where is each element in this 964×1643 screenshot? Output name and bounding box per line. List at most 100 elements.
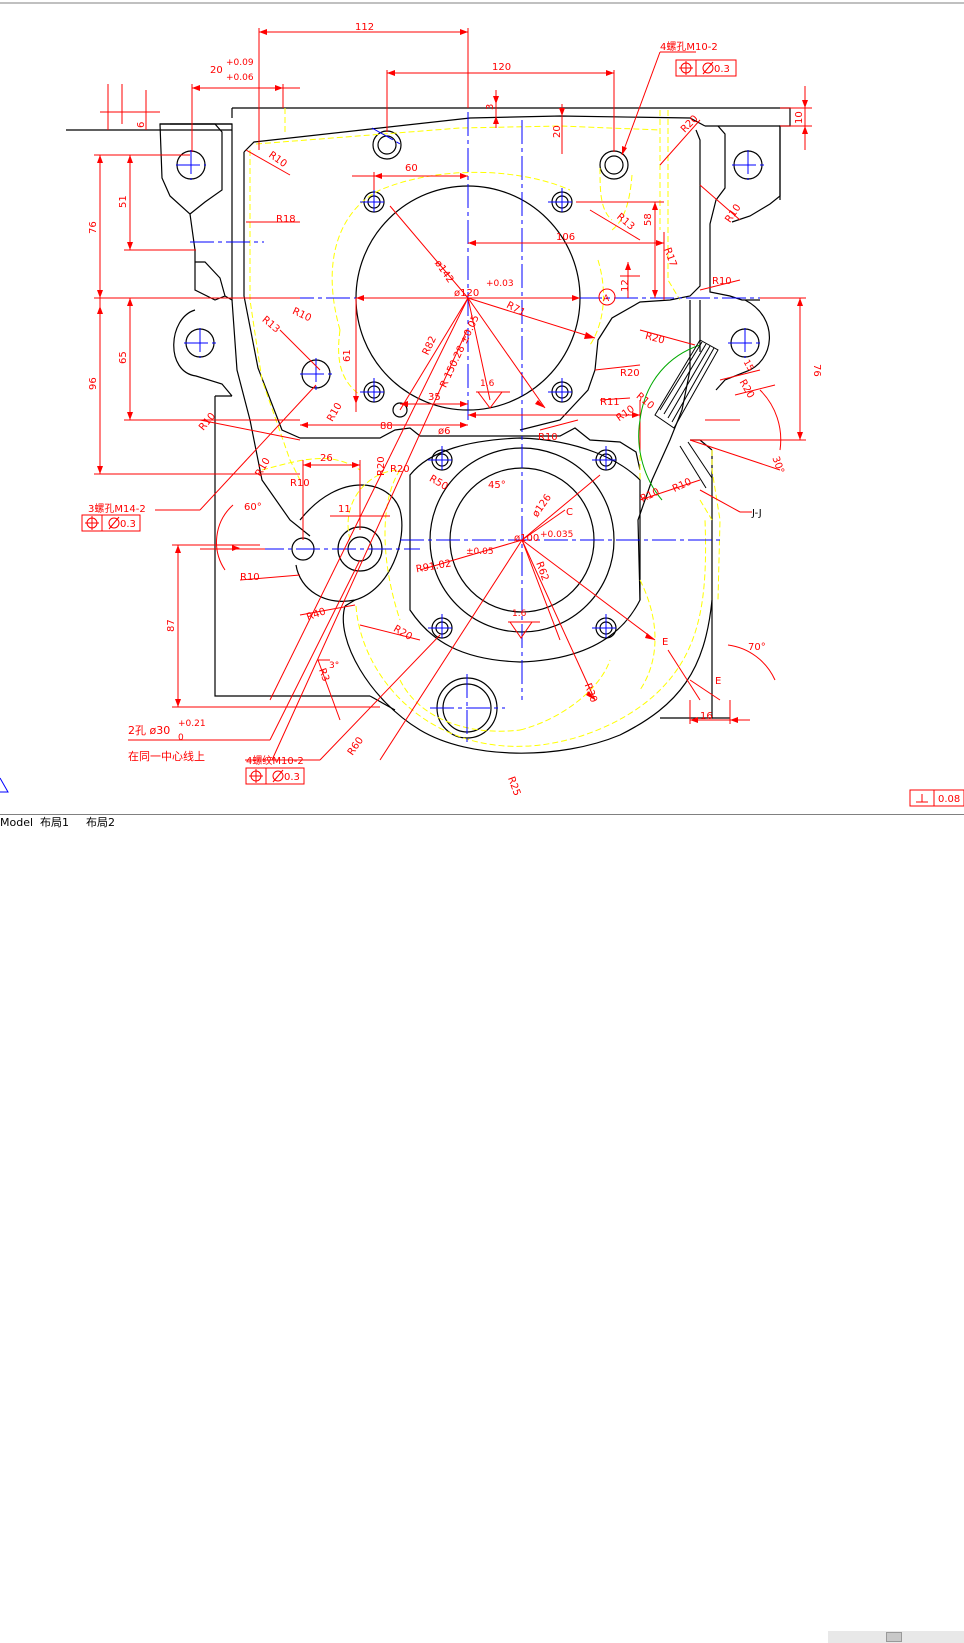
- svg-text:2孔 ø30: 2孔 ø30: [128, 724, 170, 737]
- dim-60: 60: [405, 163, 418, 174]
- r10-m: R10: [254, 456, 273, 479]
- r10-b: R10: [290, 306, 312, 324]
- r82: R82: [421, 335, 439, 357]
- r10-i: R10: [712, 276, 732, 287]
- r40: R40: [305, 606, 327, 623]
- r18: R18: [276, 214, 296, 225]
- dim-3: 3: [485, 104, 496, 110]
- dim-20-right: 20: [552, 125, 563, 138]
- note-holes-top: 4螺孔M10-2 0.3: [660, 41, 737, 77]
- ang-3: 3°: [329, 661, 339, 671]
- dim-96: 96: [88, 377, 99, 390]
- dim-12: 12: [620, 279, 631, 292]
- r10-k: R10: [639, 487, 661, 505]
- rough-1: 1.6: [480, 379, 495, 389]
- r60: R60: [346, 735, 366, 757]
- note-two-holes: 2孔 ø30 +0.21 0 在同一中心线上: [128, 719, 206, 763]
- note-holes-bottom: 4螺纹M10-2 0.3: [245, 754, 305, 785]
- dia-142: ø142: [432, 258, 455, 285]
- dim-58: 58: [643, 213, 654, 226]
- dim-20-top: 20: [210, 65, 223, 76]
- r10-a: R10: [266, 150, 288, 170]
- r150: R 150.28 ±0.05: [438, 313, 481, 389]
- r11: R11: [600, 397, 620, 408]
- section-hatch: [654, 339, 719, 489]
- r10-g: R10: [538, 432, 558, 443]
- dia-120: ø120: [454, 288, 479, 299]
- svg-text:在同一中心线上: 在同一中心线上: [128, 749, 205, 763]
- dia-6: ø6: [438, 426, 450, 437]
- dim-88: 88: [380, 421, 393, 432]
- r25: R25: [505, 775, 522, 797]
- dimension-lines: [94, 28, 812, 761]
- r10-n: R10: [634, 391, 656, 412]
- tol-120: +0.03: [486, 279, 514, 289]
- dim-106: 106: [556, 232, 575, 243]
- dim-6: 6: [136, 122, 147, 128]
- cad-drawing-canvas[interactable]: 112 120 20 +0.09 +0.06 6 3 20 10 60 106 …: [0, 0, 964, 814]
- r10-d: R10: [290, 478, 310, 489]
- tab-layout2[interactable]: 布局2: [86, 816, 115, 829]
- ang-60: 60°: [244, 502, 262, 513]
- r50: R50: [427, 473, 450, 492]
- dim-87: 87: [166, 619, 177, 632]
- r20-b: R20: [390, 464, 410, 475]
- tol-100: +0.035: [540, 530, 573, 540]
- scrollbar-thumb[interactable]: [886, 1632, 902, 1642]
- r30: R30: [582, 682, 599, 704]
- sym-15: 15: [741, 358, 755, 373]
- green-arcs: [638, 344, 701, 501]
- rough-2: 1.6: [512, 609, 527, 619]
- svg-text:0.3: 0.3: [714, 64, 730, 75]
- tol91: ±0.05: [466, 547, 494, 557]
- svg-text:+0.21: +0.21: [178, 719, 206, 729]
- ang-30: 30°: [769, 455, 785, 475]
- r10-e: R10: [240, 572, 260, 583]
- r20-c: R20: [376, 456, 387, 476]
- hidden-lines: [249, 108, 721, 747]
- datum-a: A: [603, 294, 610, 304]
- section-jj: J-J: [751, 508, 762, 519]
- r3: R3: [316, 667, 331, 683]
- dia-100: ø100: [514, 533, 539, 544]
- dim-120: 120: [492, 62, 511, 73]
- r10-f: R10: [325, 401, 344, 424]
- r13-b: R13: [260, 314, 282, 335]
- svg-text:0.08: 0.08: [938, 794, 960, 805]
- ang-70: 70°: [748, 642, 766, 653]
- note-holes-3: 3螺孔M14-2 0.3: [81, 503, 146, 532]
- label-e-1: E: [662, 637, 668, 648]
- label-e-2: E: [715, 676, 721, 687]
- label-c: C: [566, 507, 573, 518]
- tab-model[interactable]: Model: [0, 816, 34, 829]
- dim-112: 112: [355, 22, 374, 33]
- r13-a: R13: [614, 212, 636, 233]
- layout-tab-bar: Model 布局1 布局2: [0, 814, 964, 1643]
- svg-text:3螺孔M14-2: 3螺孔M14-2: [88, 503, 146, 515]
- dim-65: 65: [118, 351, 129, 364]
- r20-a: R20: [391, 624, 414, 643]
- datum-a-symbol: [598, 288, 616, 306]
- r10-l: R10: [671, 477, 693, 495]
- r10-h: R10: [723, 202, 743, 224]
- part-outline: [66, 107, 791, 754]
- horizontal-scrollbar[interactable]: [828, 1631, 964, 1643]
- dim-51: 51: [118, 195, 129, 208]
- dim-26: 26: [320, 453, 333, 464]
- dim-10-right: 10: [794, 111, 805, 124]
- r20-d: R20: [620, 368, 640, 379]
- dim-11: 11: [338, 504, 351, 515]
- svg-text:0.3: 0.3: [284, 772, 300, 783]
- dim-35: 35: [428, 392, 441, 403]
- dim-tol-top: +0.09: [226, 58, 254, 68]
- svg-text:4螺纹M10-2: 4螺纹M10-2: [246, 754, 304, 767]
- ang-45: 45°: [488, 480, 506, 491]
- dia-126: ø126: [530, 492, 553, 519]
- tab-layout1[interactable]: 布局1: [36, 816, 73, 829]
- dim-61: 61: [342, 349, 353, 362]
- dim-76-left: 76: [88, 221, 99, 234]
- dim-76-right: 76: [811, 364, 822, 377]
- dim-tol-bot: +0.06: [226, 73, 254, 83]
- svg-text:0.3: 0.3: [120, 519, 136, 530]
- svg-text:4螺孔M10-2: 4螺孔M10-2: [660, 41, 718, 53]
